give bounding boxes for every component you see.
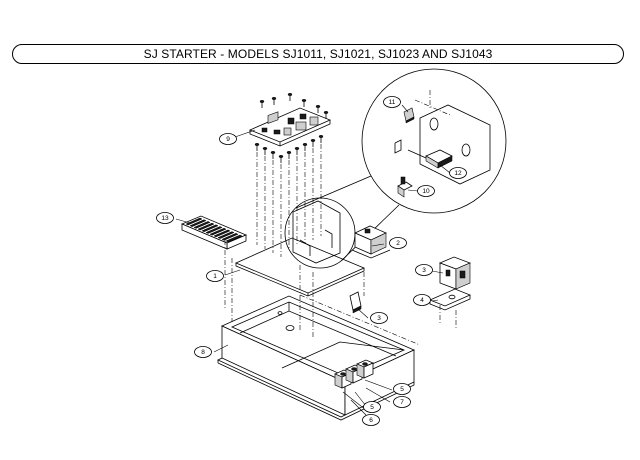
- callout-c4: 4: [413, 294, 431, 306]
- callout-label: 4: [420, 297, 424, 304]
- clip-part-11: [403, 107, 415, 124]
- relay-part-2: [351, 225, 391, 259]
- terminal-blocks: [334, 359, 374, 389]
- callout-c7: 7: [393, 396, 411, 408]
- title-banner: SJ STARTER - MODELS SJ1011, SJ1021, SJ10…: [12, 44, 624, 64]
- callout-c1: 1: [206, 270, 224, 282]
- callout-label: 11: [389, 99, 396, 106]
- callout-c11: 11: [383, 96, 401, 108]
- callout-label: 9: [226, 136, 230, 143]
- contactor-part-3: [438, 256, 472, 290]
- callout-c3b: 3: [370, 312, 388, 324]
- board-screws: [254, 93, 329, 163]
- assembly-guide-lines: [224, 144, 457, 346]
- leader-lines: [175, 104, 451, 420]
- pad-part-3: [349, 291, 362, 314]
- callout-label: 5: [400, 386, 404, 393]
- callout-c9: 9: [219, 133, 237, 145]
- socket-part-12: [394, 139, 453, 169]
- callout-c8: 8: [194, 346, 212, 358]
- callout-c12: 12: [449, 167, 467, 179]
- callout-label: 1: [213, 273, 217, 280]
- callout-label: 3: [422, 267, 426, 274]
- terminal-strip: [180, 215, 248, 250]
- bracket-part-4: [428, 288, 472, 311]
- callout-c2: 2: [389, 237, 407, 249]
- bracket-part-10: [397, 176, 413, 198]
- callout-label: 5: [370, 404, 374, 411]
- callout-c10: 10: [417, 185, 435, 197]
- callout-c13: 13: [156, 212, 174, 224]
- callout-c6: 6: [362, 414, 380, 426]
- callout-label: 6: [369, 417, 373, 424]
- callout-c5b: 5: [363, 401, 381, 413]
- callout-c5a: 5: [393, 383, 411, 395]
- callout-label: 2: [396, 240, 400, 247]
- callout-label: 12: [454, 170, 462, 177]
- control-board: [248, 107, 332, 147]
- callout-label: 3: [377, 315, 381, 322]
- callout-label: 10: [422, 188, 430, 195]
- diagram-title: SJ STARTER - MODELS SJ1011, SJ1021, SJ10…: [143, 47, 493, 61]
- callout-label: 8: [201, 349, 205, 356]
- callout-label: 7: [400, 399, 404, 406]
- callout-label: 13: [161, 215, 169, 222]
- callout-c3a: 3: [415, 264, 433, 276]
